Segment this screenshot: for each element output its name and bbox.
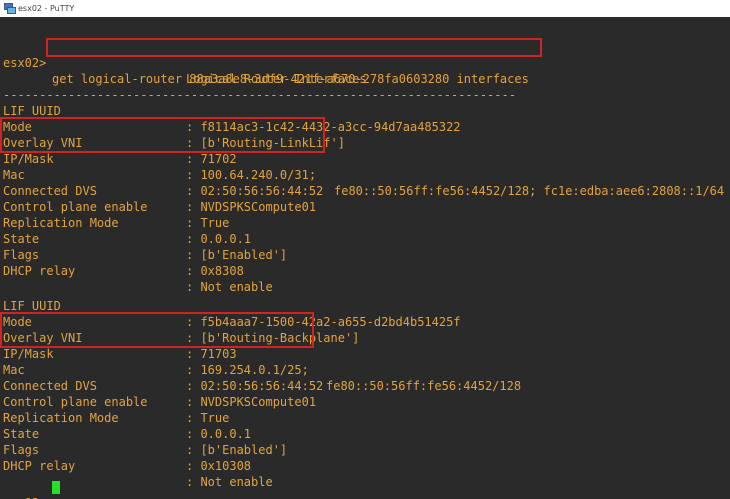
- mac-row: Mac : 02:50:56:56:44:52: [0, 346, 323, 393]
- prompt-line[interactable]: esx02>: [0, 479, 60, 499]
- row-key: Flags: [3, 248, 40, 262]
- overlay-vni-row: Overlay VNI : 71703: [0, 314, 237, 361]
- prompt: esx02>: [3, 56, 47, 70]
- row-key: LIF UUID: [3, 299, 61, 313]
- command-line: esx02> get logical-router 88a3a8e8-3df9-…: [0, 39, 529, 86]
- row-key: Overlay VNI: [3, 331, 83, 345]
- overlay-vni-row: Overlay VNI : 71702: [0, 119, 237, 166]
- row-value: : True: [186, 411, 230, 425]
- row-value: : [b'Enabled']: [186, 443, 288, 457]
- row-key: IP/Mask: [3, 152, 54, 166]
- connected-dvs-row: Connected DVS : NVDSPKSCompute01: [0, 362, 316, 409]
- row-value: : Not enable: [186, 280, 273, 294]
- control-plane-row: Control plane enable : True: [0, 378, 229, 425]
- control-plane-row: Control plane enable : True: [0, 183, 229, 230]
- row-value: : 0x8308: [186, 264, 244, 278]
- command-text: get logical-router 88a3a8e8-3df9-421f-a6…: [52, 72, 529, 86]
- row-value: : 0.0.0.1: [186, 427, 252, 441]
- row-key: Control plane enable: [3, 200, 148, 214]
- state-row: State : [b'Enabled']: [0, 215, 287, 262]
- header-line: Logical Router Interfaces: [0, 55, 367, 86]
- text-cursor: [52, 481, 60, 494]
- ip-mask-row: IP/Mask : 100.64.240.0/31; fe80::50:56ff…: [0, 135, 724, 198]
- row-value: : 02:50:56:56:44:52: [186, 184, 324, 198]
- replication-row: Replication Mode : 0.0.0.1: [0, 199, 251, 246]
- row-key: Mode: [3, 315, 32, 329]
- dhcp-row: DHCP relay : Not enable: [0, 247, 273, 294]
- separator: ----------------------------------------…: [3, 88, 516, 102]
- row-value: : f5b4aaa7-1500-42a2-a655-d2bd4b51425f: [186, 315, 461, 329]
- dhcp-row: DHCP relay : Not enable: [0, 442, 273, 489]
- lif-uuid-row: LIF UUID : f5b4aaa7-1500-42a2-a655-d2bd4…: [0, 282, 461, 329]
- row-key: IP/Mask: [3, 347, 54, 361]
- row-value-extra: fe80::50:56ff:fe56:4452/128; fc1e:edba:a…: [334, 184, 725, 198]
- replication-row: Replication Mode : 0.0.0.1: [0, 394, 251, 441]
- row-value: : [b'Routing-LinkLif']: [186, 136, 345, 150]
- row-key: DHCP relay: [3, 459, 76, 473]
- row-key: Replication Mode: [3, 411, 119, 425]
- row-value: : True: [186, 216, 230, 230]
- row-key: Connected DVS: [3, 379, 97, 393]
- row-value: : 02:50:56:56:44:52: [186, 379, 324, 393]
- row-value: : 71702: [186, 152, 237, 166]
- row-key: State: [3, 232, 40, 246]
- row-key: Overlay VNI: [3, 136, 83, 150]
- vni-ip-highlight-box: [0, 117, 325, 153]
- row-value-extra: fe80::50:56ff:fe56:4452/128: [326, 379, 522, 393]
- row-value: : Not enable: [186, 475, 273, 489]
- row-key: LIF UUID: [3, 104, 61, 118]
- row-value: : [b'Routing-Backplane']: [186, 331, 360, 345]
- putty-icon: [4, 3, 16, 14]
- row-value: : 0.0.0.1: [186, 232, 252, 246]
- row-value: : [b'Enabled']: [186, 248, 288, 262]
- state-row: State : [b'Enabled']: [0, 410, 287, 457]
- row-key: DHCP relay: [3, 264, 76, 278]
- output-header: Logical Router Interfaces: [186, 72, 367, 86]
- row-value: : NVDSPKSCompute01: [186, 395, 317, 409]
- window-titlebar: esx02 - PuTTY: [0, 0, 730, 17]
- mode-row: Mode : [b'Routing-Backplane']: [0, 298, 359, 345]
- ip-mask-row: IP/Mask : 169.254.0.1/25; fe80::50:56ff:…: [0, 330, 521, 393]
- row-key: Mac: [3, 363, 25, 377]
- row-key: Connected DVS: [3, 184, 97, 198]
- row-value: : NVDSPKSCompute01: [186, 200, 317, 214]
- row-key: Replication Mode: [3, 216, 119, 230]
- row-key: Flags: [3, 443, 40, 457]
- row-value: : 100.64.240.0/31;: [186, 168, 317, 182]
- row-key: State: [3, 427, 40, 441]
- vni-ip-highlight-box: [0, 312, 314, 348]
- terminal-area[interactable]: esx02> get logical-router 88a3a8e8-3df9-…: [0, 17, 730, 499]
- row-key: Mac: [3, 168, 25, 182]
- flags-row: Flags : 0x10308: [0, 426, 251, 473]
- flags-row: Flags : 0x8308: [0, 231, 244, 278]
- connected-dvs-row: Connected DVS : NVDSPKSCompute01: [0, 167, 316, 214]
- row-key: Control plane enable: [3, 395, 148, 409]
- row-key: Mode: [3, 120, 32, 134]
- mac-row: Mac : 02:50:56:56:44:52: [0, 151, 323, 198]
- row-value: : f8114ac3-1c42-4432-a3cc-94d7aa485322: [186, 120, 461, 134]
- row-value: : 71703: [186, 347, 237, 361]
- window-title: esx02 - PuTTY: [18, 4, 75, 13]
- mode-row: Mode : [b'Routing-LinkLif']: [0, 103, 345, 150]
- prompt: esx02>: [3, 495, 46, 499]
- row-value: : 169.254.0.1/25;: [186, 363, 309, 377]
- lif-uuid-row: LIF UUID : f8114ac3-1c42-4432-a3cc-94d7a…: [0, 87, 461, 134]
- separator-line: ----------------------------------------…: [0, 71, 516, 102]
- command-highlight-box: [46, 38, 542, 57]
- row-value: : 0x10308: [186, 459, 252, 473]
